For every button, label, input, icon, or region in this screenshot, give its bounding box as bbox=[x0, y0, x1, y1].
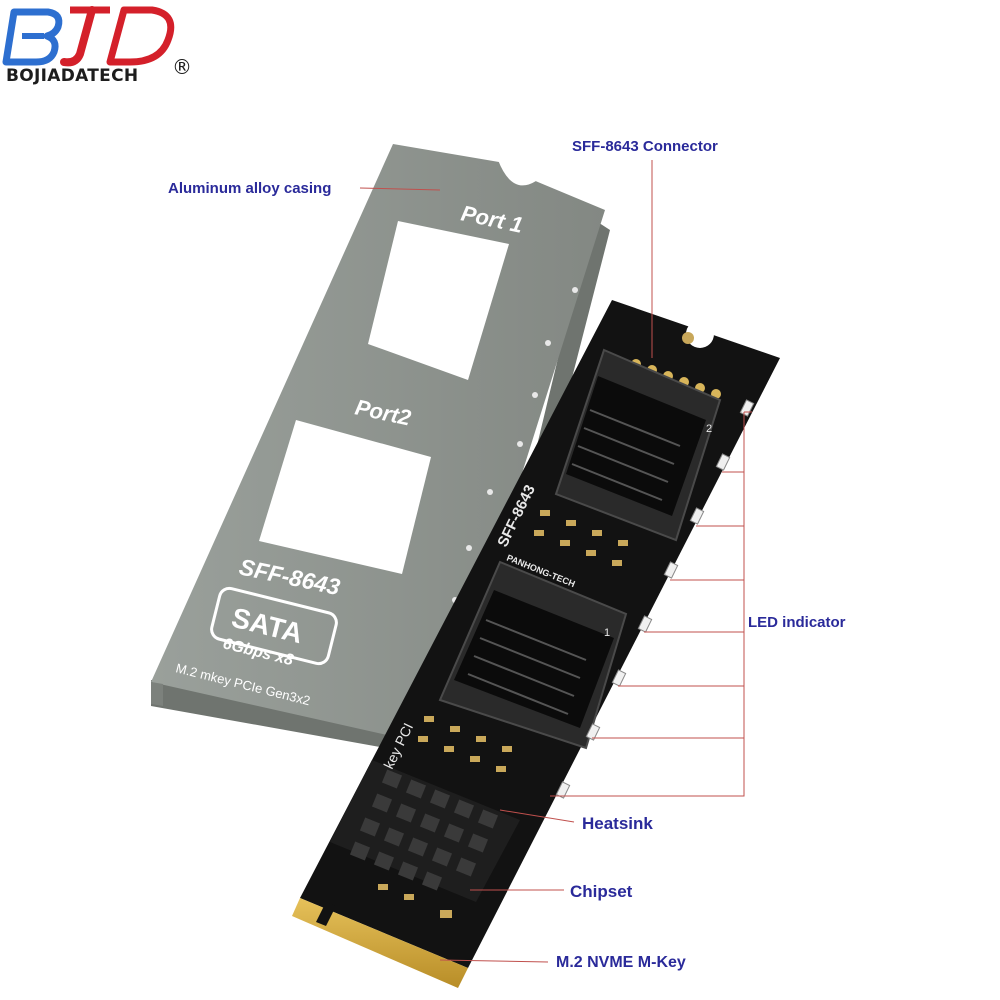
callout-led-indicator: LED indicator bbox=[748, 614, 846, 631]
m2-gold-fingers bbox=[292, 898, 468, 988]
led-indicators bbox=[555, 399, 755, 799]
sff-8643-connector-bottom bbox=[438, 560, 628, 750]
led-indicator bbox=[689, 507, 705, 525]
brand-name: BOJIADATECH bbox=[6, 66, 139, 86]
callout-lines bbox=[359, 160, 752, 963]
casing-window-port2 bbox=[259, 420, 431, 574]
sff-8643-connector-top bbox=[554, 348, 722, 542]
led-indicator bbox=[663, 561, 679, 579]
brand-logo-icon bbox=[2, 6, 175, 67]
aluminum-casing: Port 1 Port2 SFF-8643 SATA 6Gbps x8 M.2 … bbox=[151, 144, 610, 752]
casing-badge bbox=[210, 586, 338, 666]
heatsink bbox=[330, 760, 520, 902]
board-slot1-number: 1 bbox=[604, 627, 610, 639]
led-indicator bbox=[715, 453, 731, 471]
led-indicator bbox=[637, 615, 653, 633]
callout-aluminum-casing: Aluminum alloy casing bbox=[168, 180, 332, 197]
led-indicator bbox=[585, 723, 601, 741]
callout-sff-connector: SFF-8643 Connector bbox=[572, 138, 718, 155]
callout-m2-key: M.2 NVME M-Key bbox=[556, 954, 686, 971]
board-slot2-number: 2 bbox=[706, 423, 712, 435]
callout-heatsink: Heatsink bbox=[582, 814, 653, 833]
registered-mark: ® bbox=[172, 55, 192, 79]
led-indicator bbox=[611, 669, 627, 687]
casing-window-port1 bbox=[368, 221, 509, 380]
callout-chipset: Chipset bbox=[570, 882, 633, 901]
